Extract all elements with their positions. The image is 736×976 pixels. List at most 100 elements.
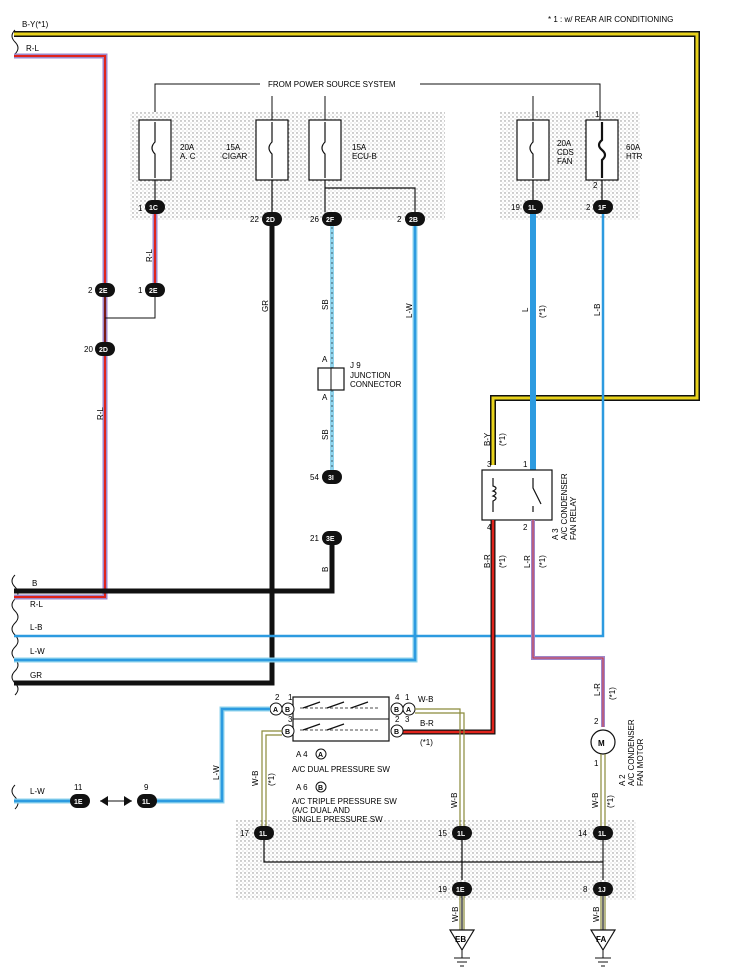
label-left-gr: GR bbox=[30, 671, 42, 680]
label-left-lw: L-W bbox=[30, 647, 45, 656]
connector-3i: 3I bbox=[328, 475, 334, 482]
label-wb-right-star: (*1) bbox=[606, 795, 615, 808]
connector-1f: 1F bbox=[598, 205, 607, 212]
motor-symbol: M bbox=[598, 739, 605, 748]
fuse-htr bbox=[585, 119, 619, 181]
label-wb-left: W-B bbox=[251, 771, 260, 786]
connector-1l-17: 1L bbox=[259, 831, 268, 838]
label-lw-vert: L-W bbox=[405, 303, 414, 318]
pin-2e-left: 2 bbox=[88, 286, 93, 295]
relay-pin-3: 3 bbox=[487, 460, 492, 469]
connector-1l-top: 1L bbox=[528, 205, 537, 212]
label-b-vert: B bbox=[321, 567, 330, 572]
sw-a-badge-circle bbox=[315, 748, 327, 760]
sw-pin-2: 2 bbox=[275, 693, 280, 702]
label-lr-motor-star: (*1) bbox=[608, 687, 617, 700]
wire-l-b bbox=[14, 214, 605, 638]
sw-pin-3b: 3 bbox=[405, 715, 410, 724]
ground-fa-label: FA bbox=[596, 935, 606, 944]
connector-2d-lower: 2D bbox=[99, 347, 108, 354]
fuse-cds-name2: FAN bbox=[557, 157, 573, 166]
label-wb-sw-right: W-B bbox=[418, 695, 433, 704]
sw-badge-b4: B bbox=[394, 729, 399, 736]
label-wb-bottom-mid: W-B bbox=[451, 907, 460, 922]
pin-1f: 2 bbox=[586, 203, 591, 212]
wire-wb-left bbox=[261, 730, 282, 828]
fuse-ac-name: A. C bbox=[180, 152, 196, 161]
fuse-cds-name: CDS bbox=[557, 148, 574, 157]
relay-pin-4: 4 bbox=[487, 523, 492, 532]
power-source-feed bbox=[154, 83, 601, 120]
sw-badge-b3: B bbox=[394, 707, 399, 714]
label-lr-motor: L-R bbox=[593, 683, 602, 696]
sw-a-code: A 4 bbox=[296, 750, 308, 759]
sw-pin-2b: 2 bbox=[395, 715, 400, 724]
label-left-b: B bbox=[32, 579, 37, 588]
label-gr-vert: GR bbox=[261, 300, 270, 312]
junction-line1: JUNCTION bbox=[350, 371, 391, 380]
wire-l-w bbox=[14, 222, 418, 663]
pin-1j-8: 8 bbox=[583, 885, 588, 894]
connector-2d: 2D bbox=[266, 217, 275, 224]
sw-pin-4: 4 bbox=[395, 693, 400, 702]
ground-fa bbox=[589, 929, 617, 967]
label-wb-left-star: (*1) bbox=[267, 773, 276, 786]
pin-2d-lower: 20 bbox=[84, 345, 93, 354]
label-br-relay: B-R bbox=[483, 554, 492, 568]
wire-b bbox=[14, 545, 335, 594]
sw-a-name: A/C DUAL PRESSURE SW bbox=[292, 765, 390, 774]
fuse-cds-rating: 20A bbox=[557, 139, 572, 148]
label-lr-relay: L-R bbox=[523, 555, 532, 568]
fuse-ecub bbox=[308, 119, 342, 181]
label-wb-bottom-right: W-B bbox=[592, 907, 601, 922]
sw-b-line1: A/C TRIPLE PRESSURE SW bbox=[292, 797, 397, 806]
relay-coil bbox=[491, 478, 497, 512]
pin-2e-right: 1 bbox=[138, 286, 143, 295]
relay-box bbox=[481, 469, 553, 521]
pin-htr-top: 1 bbox=[595, 110, 600, 119]
wire-r-l bbox=[14, 53, 108, 600]
label-lb-vert: L-B bbox=[593, 304, 602, 316]
label-sb-1: SB bbox=[321, 299, 330, 310]
connector-2b: 2B bbox=[409, 217, 418, 224]
motor-line2: FAN MOTOR bbox=[636, 738, 645, 786]
note-rear-ac: * 1 : w/ REAR AIR CONDITIONING bbox=[548, 15, 673, 24]
motor-line1: A/C CONDENSER bbox=[627, 719, 636, 786]
label-br-relay-star: (*1) bbox=[498, 555, 507, 568]
relay-line1: A/C CONDENSER bbox=[560, 473, 569, 540]
sw-pin-1b: 1 bbox=[405, 693, 410, 702]
relay-pin-1: 1 bbox=[523, 460, 528, 469]
pin-3i: 54 bbox=[310, 473, 319, 482]
sw-badge-a1: A bbox=[273, 707, 278, 714]
pin-2b: 2 bbox=[397, 215, 402, 224]
connector-pills bbox=[70, 200, 613, 896]
label-left-rl: R-L bbox=[30, 600, 43, 609]
connector-1e-19: 1E bbox=[456, 887, 465, 894]
pin-htr-bottom: 2 bbox=[593, 181, 598, 190]
label-rl-vert: R-L bbox=[96, 407, 105, 420]
connector-1j: 1J bbox=[598, 887, 606, 894]
ground-eb-label: EB bbox=[455, 935, 466, 944]
sw-a-badge: A bbox=[318, 752, 323, 759]
wire-wb-right bbox=[600, 754, 606, 828]
connector-1l-15: 1L bbox=[457, 831, 466, 838]
relay-code: A 3 bbox=[551, 528, 560, 540]
connector-1e-left: 1E bbox=[74, 799, 83, 806]
wire-b-r bbox=[400, 520, 496, 735]
sw-b-badge-circle bbox=[315, 781, 327, 793]
connector-2f: 2F bbox=[326, 217, 335, 224]
wire-l-r bbox=[531, 520, 605, 727]
sw-b-code: A 6 bbox=[296, 783, 308, 792]
sw-badge-a2: A bbox=[406, 707, 411, 714]
label-wb-right: W-B bbox=[591, 793, 600, 808]
fuse-ac bbox=[138, 119, 172, 181]
pin-1l-14: 14 bbox=[578, 829, 587, 838]
fuse-ecub-rating: 15A bbox=[352, 143, 367, 152]
label-left-lb: L-B bbox=[30, 623, 42, 632]
power-source-label: FROM POWER SOURCE SYSTEM bbox=[268, 80, 396, 89]
label-lw-switch: L-W bbox=[212, 765, 221, 780]
connector-2e-left: 2E bbox=[99, 288, 108, 295]
pin-1l-left: 9 bbox=[144, 783, 149, 792]
wire-2e-bridge bbox=[105, 296, 156, 319]
